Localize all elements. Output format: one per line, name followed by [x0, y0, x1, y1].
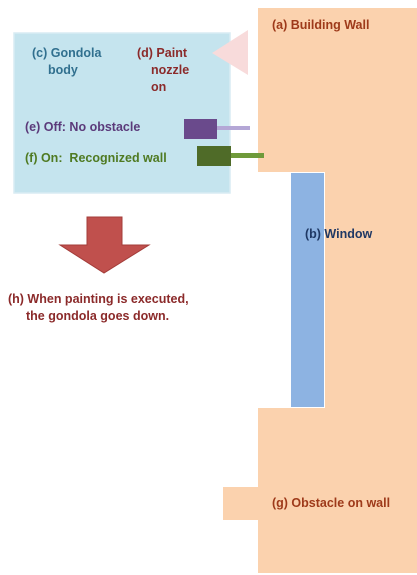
descend-note-line1: (h) When painting is executed, [8, 292, 189, 306]
building-wall-lower [258, 408, 417, 573]
gondola-body [13, 32, 231, 194]
wall-obstacle [223, 487, 263, 520]
gondola-body-label-line2: body [48, 63, 78, 77]
paint-nozzle-spray [212, 30, 248, 75]
window [291, 173, 324, 407]
descend-note: (h) When painting is executed, the gondo… [8, 291, 189, 325]
sensor-on-beam [229, 153, 264, 158]
paint-nozzle-label-line3: on [151, 80, 167, 94]
sensor-off-block [184, 119, 217, 139]
gondola-body-label-line1: (c) Gondola [32, 46, 102, 60]
building-wall-right-strip [325, 172, 417, 408]
paint-nozzle-label-line2: nozzle [151, 63, 190, 77]
paint-nozzle-label-line1: (d) Paint [137, 46, 187, 60]
sensor-on-label: (f) On: Recognized wall [25, 151, 167, 165]
obstacle-label: (g) Obstacle on wall [272, 496, 391, 510]
building-wall-upper [258, 8, 417, 172]
window-label: (b) Window [305, 227, 373, 241]
sensor-off-label: (e) Off: No obstacle [25, 120, 141, 134]
building-wall-label: (a) Building Wall [272, 18, 370, 32]
down-arrow-icon [58, 216, 151, 274]
gondola-body-label: (c) Gondola body [32, 45, 101, 79]
descend-note-line2: the gondola goes down. [26, 309, 170, 323]
sensor-off-beam [216, 126, 250, 130]
paint-nozzle-label: (d) Paint nozzle on [137, 45, 189, 96]
sensor-on-block [197, 146, 231, 166]
